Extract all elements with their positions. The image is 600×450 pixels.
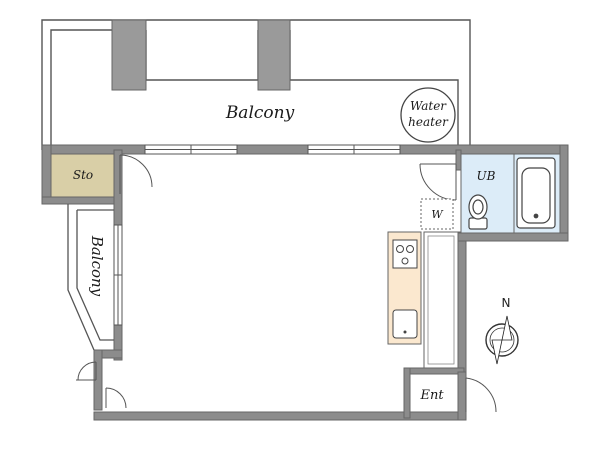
room-label-washer: W — [431, 208, 444, 221]
water-heater-icon — [400, 87, 456, 143]
compass-north-label: N — [502, 296, 511, 310]
room-label-storage: Sto — [73, 168, 93, 182]
entrance-door — [465, 377, 497, 413]
storage-room — [50, 153, 115, 198]
cabinet-inner — [427, 235, 455, 365]
water-heater-label-1: Water — [410, 99, 447, 113]
entrance-area — [409, 373, 459, 413]
window-top-1 — [144, 144, 238, 155]
bath-door — [419, 163, 457, 201]
window-left — [113, 224, 123, 326]
washer-space — [420, 198, 454, 230]
water-heater-label-2: heater — [408, 115, 449, 129]
kitchen-sink-icon — [392, 309, 418, 339]
cabinet-space — [423, 231, 459, 369]
balcony-left-door — [76, 361, 127, 409]
room-label-balcony-top: Balcony — [225, 103, 295, 123]
room-label-balcony-left: Balcony — [88, 235, 106, 297]
column-left — [111, 19, 147, 91]
balcony-left-area — [67, 204, 114, 351]
window-top-2 — [307, 144, 401, 155]
room-label-unit-bath: UB — [477, 169, 496, 183]
toilet-icon — [468, 194, 488, 230]
column-right — [257, 19, 291, 91]
compass-icon — [485, 315, 519, 365]
room-label-entrance: Ent — [419, 388, 444, 403]
storage-door — [119, 154, 153, 194]
bathtub-icon — [516, 157, 556, 229]
stove-icon — [392, 239, 418, 269]
